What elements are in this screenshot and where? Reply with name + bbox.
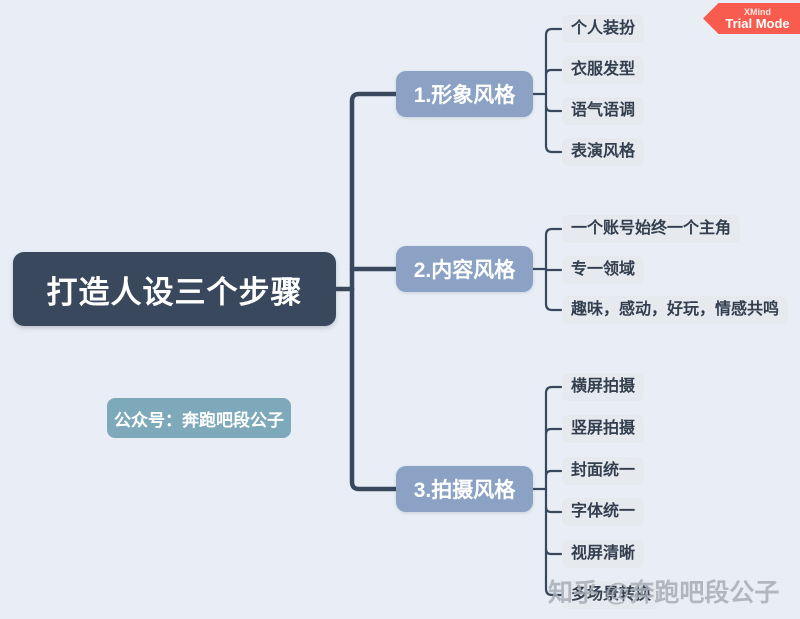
- branch-topic-2[interactable]: 2.内容风格: [396, 246, 533, 292]
- branch-topic-1[interactable]: 1.形象风格: [396, 71, 533, 117]
- subtopic-1-1[interactable]: 个人装扮: [562, 15, 645, 43]
- badge-brand-label: XMind: [744, 6, 771, 17]
- subtopic-1-3[interactable]: 语气语调: [562, 97, 645, 125]
- branch1-connectors: [531, 27, 563, 154]
- subtopic-2-1[interactable]: 一个账号始终一个主角: [562, 215, 741, 243]
- subtopic-2-2[interactable]: 专一领域: [562, 256, 645, 284]
- badge-mode-label: Trial Mode: [725, 15, 790, 31]
- subtopic-3-2[interactable]: 竖屏拍摄: [562, 415, 645, 443]
- subtopic-2-3[interactable]: 趣味，感动，好玩，情感共鸣: [562, 296, 789, 324]
- central-topic[interactable]: 打造人设三个步骤: [13, 252, 336, 326]
- floating-topic[interactable]: 公众号：奔跑吧段公子: [107, 398, 291, 438]
- subtopic-1-4[interactable]: 表演风格: [562, 138, 645, 166]
- branch3-connectors: [531, 385, 563, 597]
- branch-topic-3[interactable]: 3.拍摄风格: [396, 466, 533, 512]
- xmind-trial-badge[interactable]: XMind Trial Mode: [703, 3, 800, 34]
- subtopic-3-3[interactable]: 封面统一: [562, 457, 645, 485]
- subtopic-3-5[interactable]: 视屏清晰: [562, 540, 645, 568]
- main-connectors: [333, 91, 399, 492]
- subtopic-1-2[interactable]: 衣服发型: [562, 56, 645, 84]
- branch2-connectors: [531, 227, 563, 312]
- subtopic-3-1[interactable]: 横屏拍摄: [562, 373, 645, 401]
- subtopic-3-4[interactable]: 字体统一: [562, 498, 645, 526]
- subtopic-3-6[interactable]: 多场景转换: [562, 581, 661, 609]
